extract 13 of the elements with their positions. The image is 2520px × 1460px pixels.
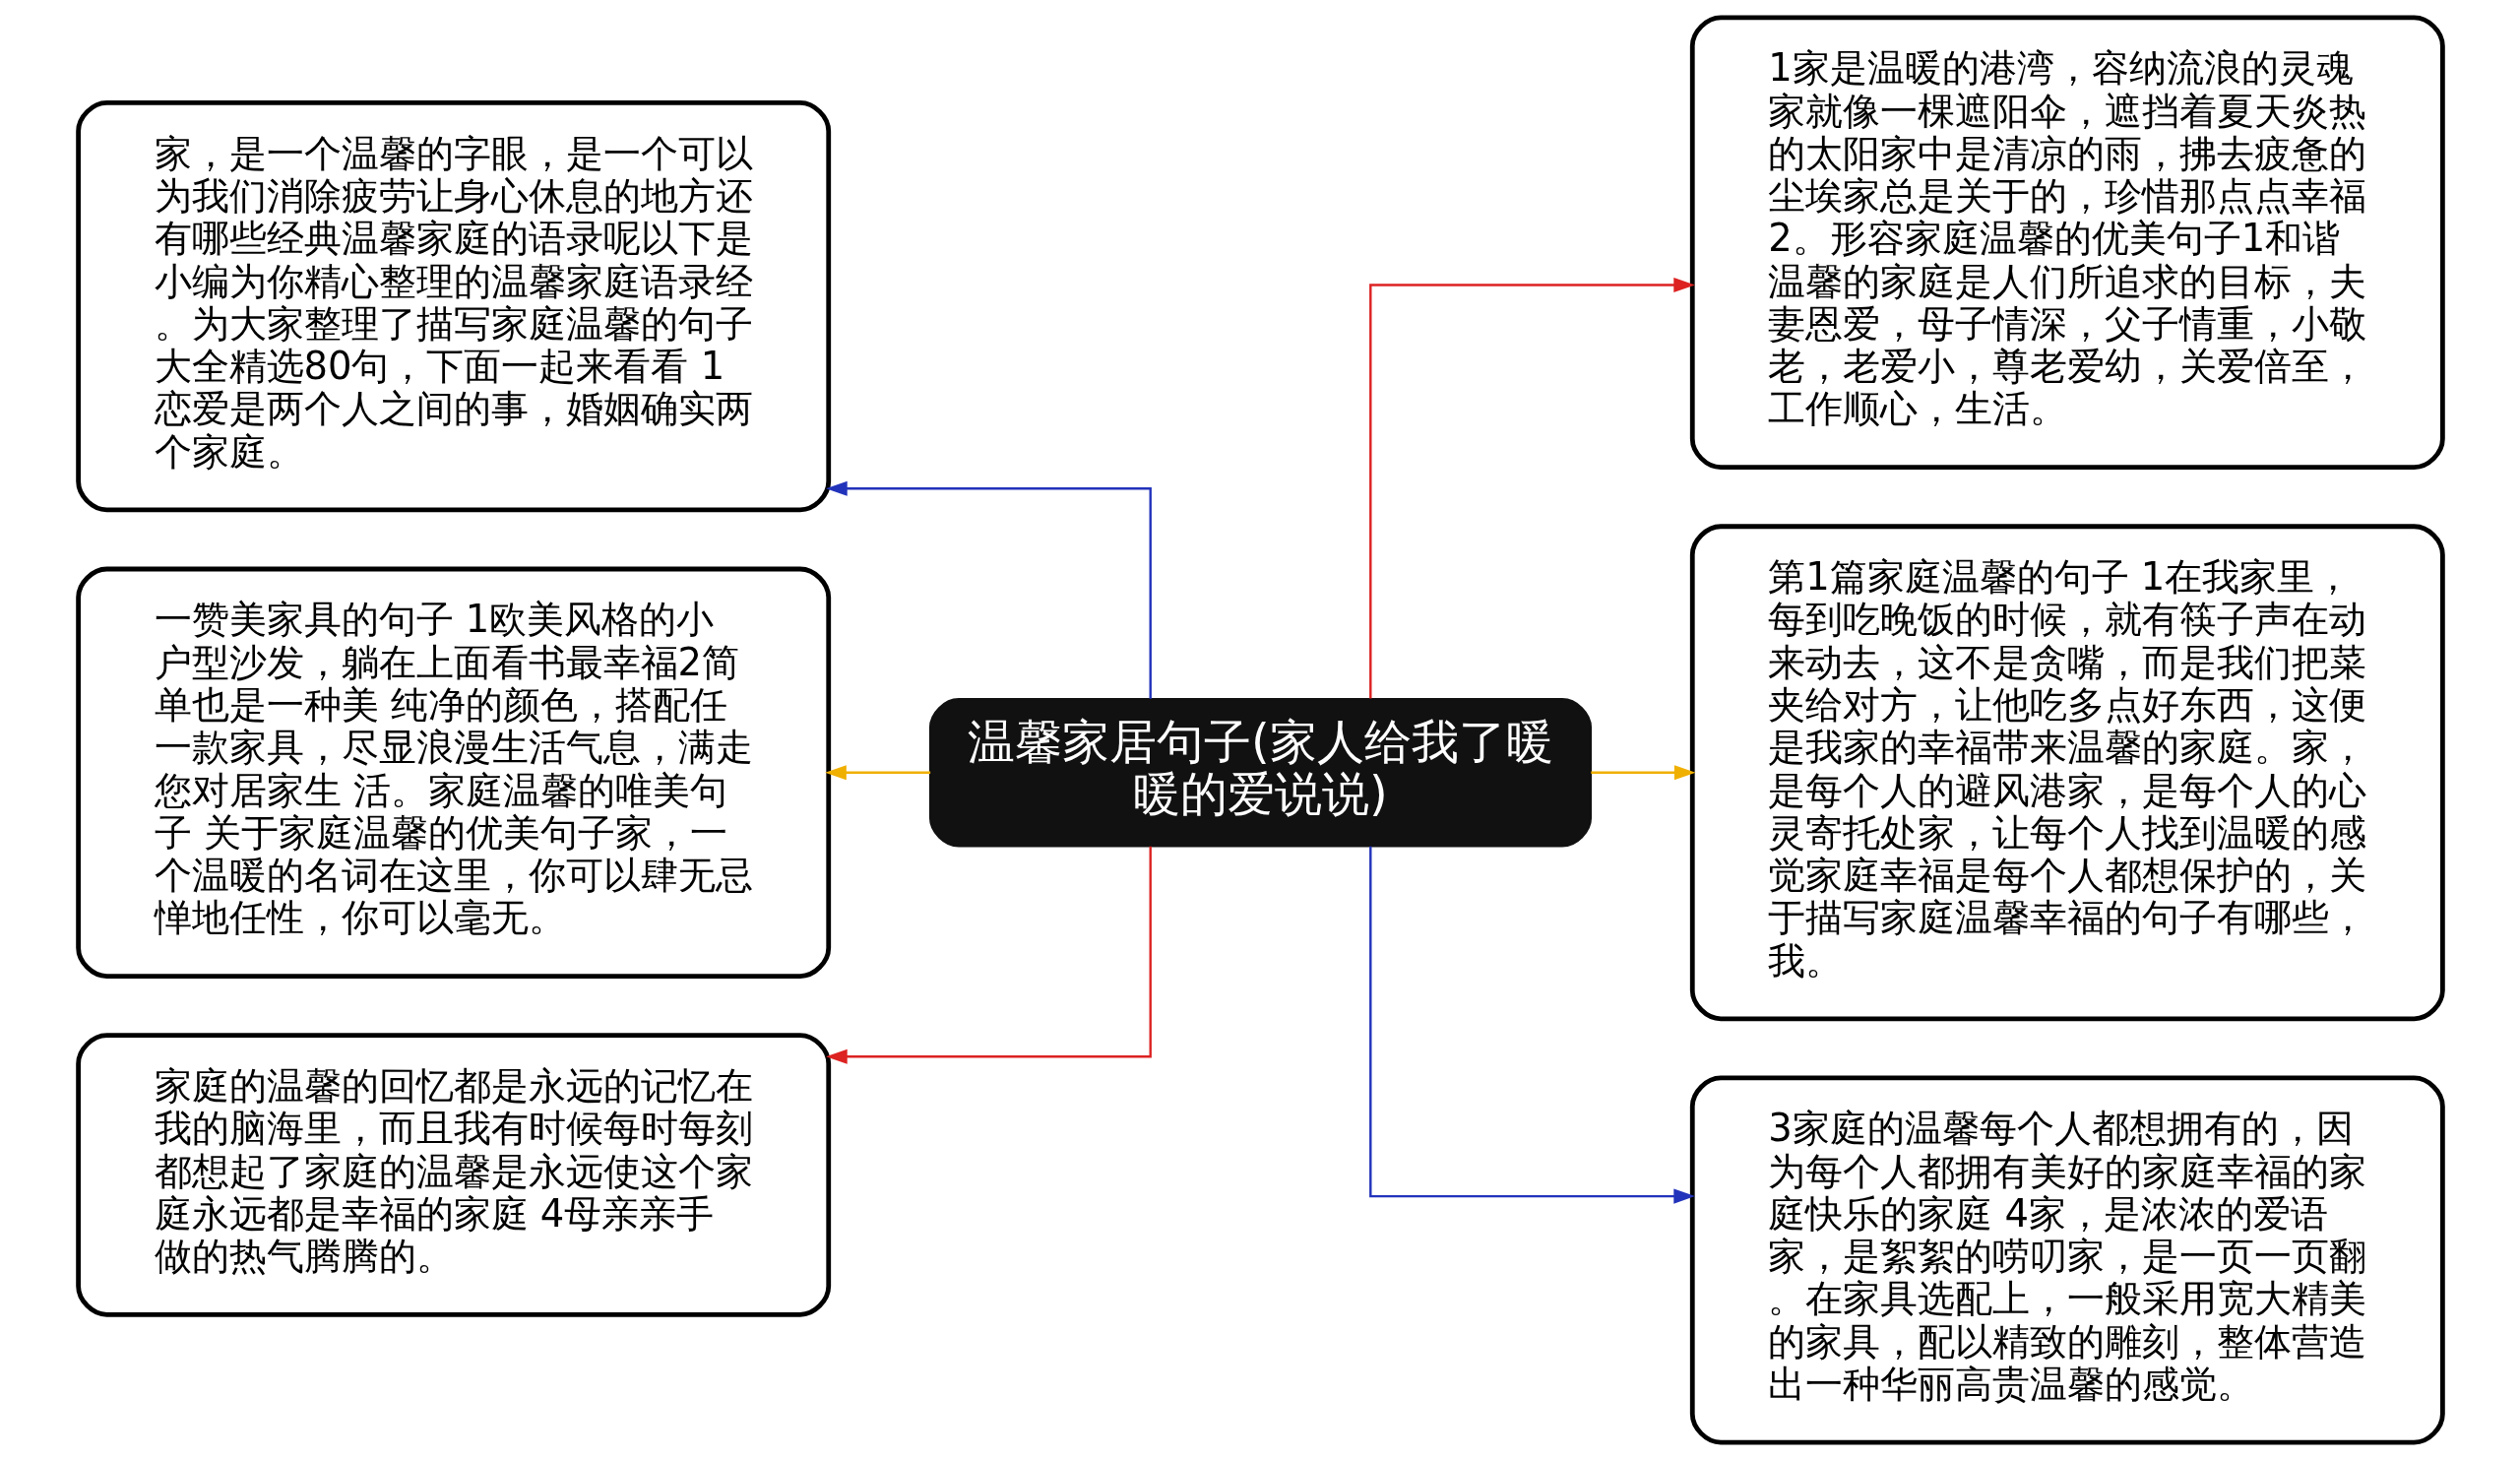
arrow — [825, 846, 1152, 1064]
arrow — [1590, 765, 1696, 781]
node-box: 家庭的温馨的回忆都是永远的记忆在我的脑海里，而且我有时候每时每刻都想起了家庭的温馨是永远使这个家庭永远都是幸福的家庭 4母亲亲手做的热气腾腾的。 — [75, 1033, 831, 1317]
node-box: 第1篇家庭温馨的句子 1在我家里，每到吃晚饭的时候，就有筷子声在动来动去，这不是贪嘴，而是我们把菜夹给对方，让他吃多点好东西，这便是我家的幸福带来温馨的家庭。家，是每个人的避风港家，是每个人的心灵寄托处家，让每个人找到温暖的感觉家庭幸福是每个人都想保护的，关于描写家庭温馨幸福的句子有哪些，我。 — [1689, 524, 2445, 1022]
arrow — [1368, 846, 1695, 1204]
node-box: 温馨家居句子(家人给我了暖暖的爱说说) — [928, 698, 1592, 848]
arrow — [824, 765, 930, 781]
node-box: 1家是温暖的港湾，容纳流浪的灵魂家就像一棵遮阳伞，遮挡着夏天炎热的太阳家中是清凉的雨，拂去疲惫的尘埃家总是关于的，珍惜那点点幸福2。形容家庭温馨的优美句子1和谐温馨的家庭是人们所追求的目标，夫妻恩爱，母子情深，父子情重，小敬老，老爱小，尊老爱幼，关爱倍至，工作顺心，生活。 — [1689, 15, 2445, 471]
node-box: 一赞美家具的句子 1欧美风格的小户型沙发，躺在上面看书最幸福2简单也是一种美 纯净的颜色，搭配任一款家具，尽显浪漫生活气息，满走您对居家生 活。家庭温馨的唯美句子 关于家庭温馨的优美句子家，一个温暖的名词在这里，你可以肆无忌惮地任性，你可以毫无。 — [75, 566, 831, 979]
node-box: 3家庭的温馨每个人都想拥有的，因为每个人都拥有美好的家庭幸福的家庭快乐的家庭 4家，是浓浓的爱语家，是絮絮的唠叨家，是一页一页翻。在家具选配上，一般采用宽大精美的家具，配以精致的雕刻，整体营造出一种华丽高贵温馨的感觉。 — [1689, 1075, 2445, 1445]
arrow — [1368, 277, 1695, 699]
arrow — [825, 480, 1152, 699]
node-box: 家，是一个温馨的字眼，是一个可以为我们消除疲劳让身心休息的地方还有哪些经典温馨家庭的语录呢以下是小编为你精心整理的温馨家庭语录经。为大家整理了描写家庭温馨的句子大全精选80句，下面一起来看看 1恋爱是两个人之间的事，婚姻确实两个家庭。 — [75, 100, 831, 513]
